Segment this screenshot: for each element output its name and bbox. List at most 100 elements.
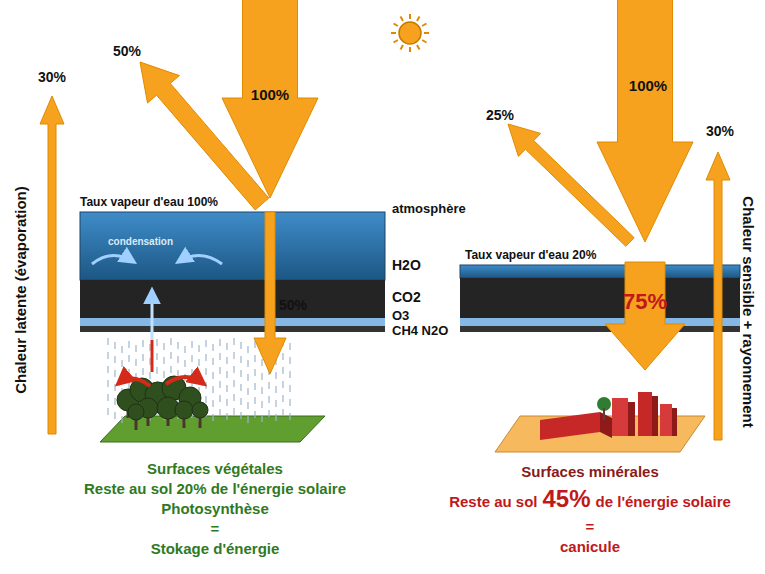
rain-drop <box>142 368 143 375</box>
rain-drop <box>107 366 108 373</box>
rain-drop <box>205 396 206 403</box>
rain-drop <box>247 374 248 381</box>
rain-drop <box>212 358 213 365</box>
diagram-label: Photosynthèse <box>161 501 269 518</box>
rain-drop <box>282 367 283 374</box>
diagram-label: Reste au sol 20% de l'énergie solaire <box>84 481 346 498</box>
rain-drop <box>282 353 283 360</box>
diagram-label: CO2 <box>392 290 421 305</box>
rain-drop <box>240 384 241 391</box>
result-text: Reste au sol <box>449 494 537 511</box>
rain-drop <box>219 339 220 346</box>
rain-drop <box>177 356 178 363</box>
rain-drop <box>233 380 234 387</box>
band-heading: Taux vapeur d'eau 20% <box>465 249 596 262</box>
rain-drop <box>135 359 136 366</box>
rain-drop <box>254 397 255 404</box>
sun-ray <box>417 45 420 49</box>
rain-drop <box>261 415 262 422</box>
rain-drop <box>142 354 143 361</box>
rain-drop <box>226 343 227 350</box>
rain-drop <box>233 352 234 359</box>
sun-ray <box>422 24 426 27</box>
rain-drop <box>163 371 164 378</box>
rain-drop <box>261 373 262 380</box>
diagram-label: Surfaces végétales <box>147 461 283 478</box>
rain-drop <box>268 410 269 417</box>
rain-drop <box>233 338 234 345</box>
rain-drop <box>247 388 248 395</box>
rain-drop <box>219 367 220 374</box>
rain-drop <box>240 370 241 377</box>
transpiration-arrow <box>118 378 150 386</box>
sun-ray <box>394 40 398 43</box>
rain-drop <box>268 396 269 403</box>
rain-drop <box>254 411 255 418</box>
rain-drop <box>219 353 220 360</box>
side-caption: Chaleur latente (évaporation) <box>13 186 30 394</box>
rain-drop <box>212 372 213 379</box>
rain-drop <box>226 413 227 420</box>
condensation-arrow <box>178 255 222 264</box>
rain-drop <box>240 342 241 349</box>
diagram-label: 100% <box>629 78 667 95</box>
sun-ray <box>401 45 404 49</box>
rain-drop <box>261 401 262 408</box>
rain-drop <box>275 400 276 407</box>
rain-drop <box>289 357 290 364</box>
rain-drop <box>247 416 248 423</box>
rain-drop <box>149 372 150 379</box>
rain-drop <box>219 409 220 416</box>
rain-drop <box>289 413 290 420</box>
diagram-label: 30% <box>706 124 734 139</box>
rain-drop <box>107 394 108 401</box>
energy-arrow <box>605 262 685 370</box>
sun <box>391 14 429 52</box>
rain-drop <box>282 395 283 402</box>
rain-drop <box>212 344 213 351</box>
rain-drop <box>149 358 150 365</box>
rain-drop <box>261 359 262 366</box>
rain-drop <box>107 338 108 345</box>
rain-drop <box>121 416 122 423</box>
rain-drop <box>289 371 290 378</box>
rain-drop <box>226 371 227 378</box>
diagram-label: O3 <box>392 309 409 323</box>
atmosphere-band: Taux vapeur d'eau 100%condensation <box>80 212 385 332</box>
rain-drop <box>114 412 115 419</box>
rain-drop <box>205 340 206 347</box>
rain-drop <box>212 414 213 421</box>
atmosphere-band: Taux vapeur d'eau 20% <box>460 265 740 332</box>
result-text: de l'énergie solaire <box>596 494 731 511</box>
rain-drop <box>107 352 108 359</box>
rain-drop <box>247 346 248 353</box>
rain-drop <box>149 344 150 351</box>
rain-drop <box>128 341 129 348</box>
rain-drop <box>163 343 164 350</box>
rain-drop <box>191 369 192 376</box>
rain-drop <box>226 399 227 406</box>
rain-drop <box>121 346 122 353</box>
energy-arrow <box>222 0 318 198</box>
rain-drop <box>226 357 227 364</box>
diagram-label: = <box>586 519 595 536</box>
rain-drop <box>240 398 241 405</box>
rain-drop <box>114 356 115 363</box>
diagram-label: 30% <box>38 70 66 85</box>
diagram-label: 100% <box>251 87 289 104</box>
sun-ray <box>394 24 398 27</box>
rain-drop <box>268 382 269 389</box>
rain-drop <box>254 383 255 390</box>
rain-drop <box>114 342 115 349</box>
rain-drop <box>289 385 290 392</box>
energy-arrow <box>254 212 286 374</box>
sun-ray <box>409 47 411 52</box>
rain-drop <box>198 345 199 352</box>
rain-drop <box>170 366 171 373</box>
sun-ray <box>391 32 396 34</box>
rain-drop <box>233 394 234 401</box>
rain-drop <box>240 412 241 419</box>
evaporation-arrow <box>151 290 154 340</box>
rain-drop <box>282 409 283 416</box>
diagram-label: CH4 N2O <box>392 324 448 338</box>
